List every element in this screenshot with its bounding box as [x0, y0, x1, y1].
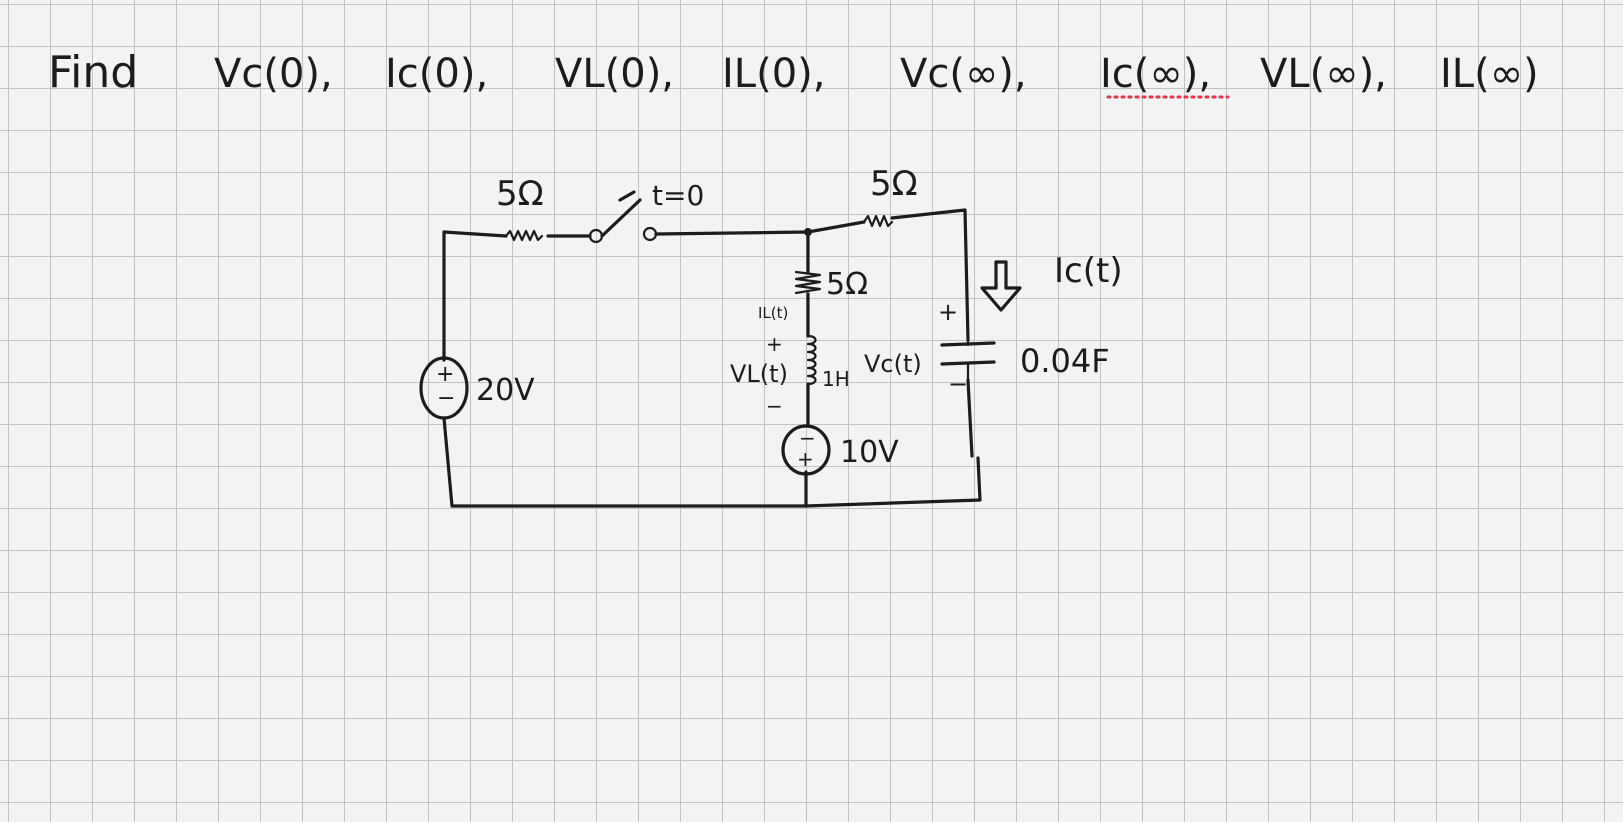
switch-label: t=0: [652, 179, 704, 212]
term-vl0: VL(0),: [555, 51, 674, 97]
inductor-current-label: IL(t): [758, 304, 788, 322]
capacitor-minus-label: −: [948, 370, 968, 398]
inductance-label: 1H: [822, 367, 850, 391]
term-vcinf: Vc(∞),: [900, 51, 1027, 97]
inductor-voltage-label: VL(t): [730, 360, 788, 388]
source-10v-top: −: [799, 426, 816, 450]
term-vc0: Vc(0),: [214, 51, 333, 97]
capacitance-label: 0.04F: [1020, 342, 1110, 380]
switch-blade: [600, 198, 642, 238]
source-10v-label: 10V: [840, 435, 899, 470]
capacitor-plus-label: +: [938, 298, 958, 326]
wire-right-lower: [966, 378, 974, 458]
source-10v-symbol: [781, 424, 831, 476]
wire-top-right-b: [890, 208, 970, 342]
left-resistor-symbol: [504, 229, 544, 242]
inductor-minus-label: −: [766, 394, 783, 418]
capacitor-current-arrow-icon: [980, 260, 1022, 312]
term-icinf: Ic(∞),: [1100, 51, 1211, 97]
term-il0: IL(0),: [722, 51, 825, 97]
switch-contact-right: [642, 226, 658, 242]
capacitor-voltage-label: Vc(t): [864, 350, 922, 378]
term-ilinf: IL(∞): [1440, 51, 1539, 97]
source-10v-bottom: +: [797, 447, 814, 471]
source-20v-symbol: [419, 356, 469, 420]
prompt-prefix: Find: [48, 47, 138, 98]
inductor-plus-label: +: [766, 332, 783, 356]
inductor-symbol: [806, 334, 817, 386]
term-vlinf: VL(∞),: [1260, 51, 1387, 97]
top-right-resistor-symbol: [862, 214, 894, 228]
top-right-resistor-label: 5Ω: [870, 164, 918, 204]
switch-contact-left: [588, 228, 604, 244]
source-20v-minus: −: [437, 386, 455, 411]
source-20v-label: 20V: [476, 373, 535, 408]
wire-top-right-a: [806, 220, 866, 234]
source-20v-plus: +: [436, 362, 454, 387]
wire-top-left: [442, 230, 508, 238]
term-ic0: Ic(0),: [385, 51, 488, 97]
wire-top-middle: [654, 230, 810, 236]
left-resistor-label: 5Ω: [496, 174, 544, 214]
middle-resistor-label: 5Ω: [826, 267, 868, 302]
switch-arrow-head: [618, 190, 636, 202]
wire-bottom: [442, 416, 982, 508]
middle-resistor-symbol: [794, 270, 822, 295]
capacitor-current-label: Ic(t): [1054, 251, 1123, 291]
